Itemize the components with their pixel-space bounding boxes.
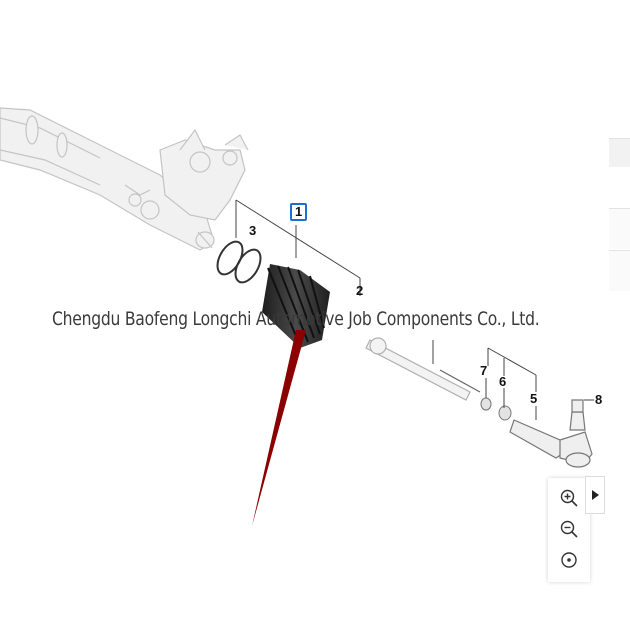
right-list-strip[interactable] — [609, 138, 630, 167]
reset-view-button[interactable] — [555, 546, 583, 574]
reset-view-icon — [561, 552, 577, 568]
zoom-out-icon — [560, 520, 578, 538]
inner-tie-rod — [365, 337, 481, 401]
callout-6[interactable]: 6 — [499, 374, 507, 389]
right-list-strip[interactable] — [609, 250, 630, 291]
callout-bracket-1 — [235, 199, 361, 296]
watermark-text: Chengdu Baofeng Longchi Automotive Job C… — [52, 308, 540, 330]
zoom-in-icon — [560, 489, 578, 507]
zoom-in-button[interactable] — [555, 484, 583, 512]
zoom-controls — [548, 478, 590, 582]
steering-rack-housing — [0, 107, 249, 251]
zoom-out-button[interactable] — [555, 515, 583, 543]
chevron-right-icon — [592, 490, 599, 500]
panel-toggle-button[interactable] — [585, 476, 605, 514]
o-ring-seals — [216, 240, 262, 284]
lock-nut-parts — [480, 397, 512, 421]
callout-3[interactable]: 3 — [249, 223, 257, 238]
callout-2[interactable]: 2 — [356, 283, 364, 298]
red-pointer-line — [252, 330, 306, 526]
right-list-strip[interactable] — [609, 208, 630, 249]
callout-8[interactable]: 8 — [595, 392, 603, 407]
callout-7[interactable]: 7 — [480, 363, 488, 378]
callout-bracket-5-7 — [432, 340, 594, 420]
callout-1[interactable]: 1 — [290, 203, 308, 221]
outer-tie-rod-end — [509, 399, 593, 468]
callout-5[interactable]: 5 — [530, 391, 538, 406]
bellows-boot — [262, 264, 330, 348]
